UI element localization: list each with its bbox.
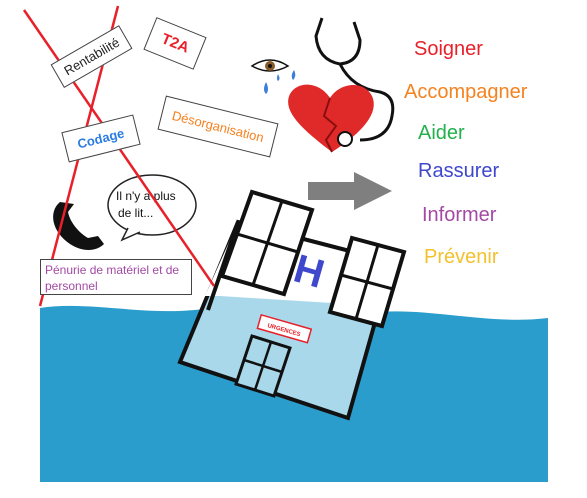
crying-eye-icon xyxy=(250,59,296,94)
stethoscope-icon xyxy=(314,17,395,142)
verb-aider: Aider xyxy=(418,122,465,144)
verb-soigner: Soigner xyxy=(414,38,483,60)
broken-heart-icon xyxy=(288,84,374,153)
arrow-right-icon xyxy=(308,172,392,210)
speech-bubble-line1: Il n'y a plus xyxy=(116,189,176,203)
speech-bubble-line2: de lit... xyxy=(118,206,153,220)
phone-icon xyxy=(53,202,104,250)
speech-bubble: Il n'y a plus de lit... xyxy=(107,174,197,242)
verb-rassurer: Rassurer xyxy=(418,160,500,182)
penurie-box: Pénurie de matériel et de personnel xyxy=(40,259,192,295)
verb-accompagner: Accompagner xyxy=(404,81,528,103)
verb-informer: Informer xyxy=(422,204,497,226)
urgences-sign xyxy=(256,313,313,344)
verb-prevenir: Prévenir xyxy=(424,246,499,268)
hospital-building: H URGENCES xyxy=(177,189,407,421)
